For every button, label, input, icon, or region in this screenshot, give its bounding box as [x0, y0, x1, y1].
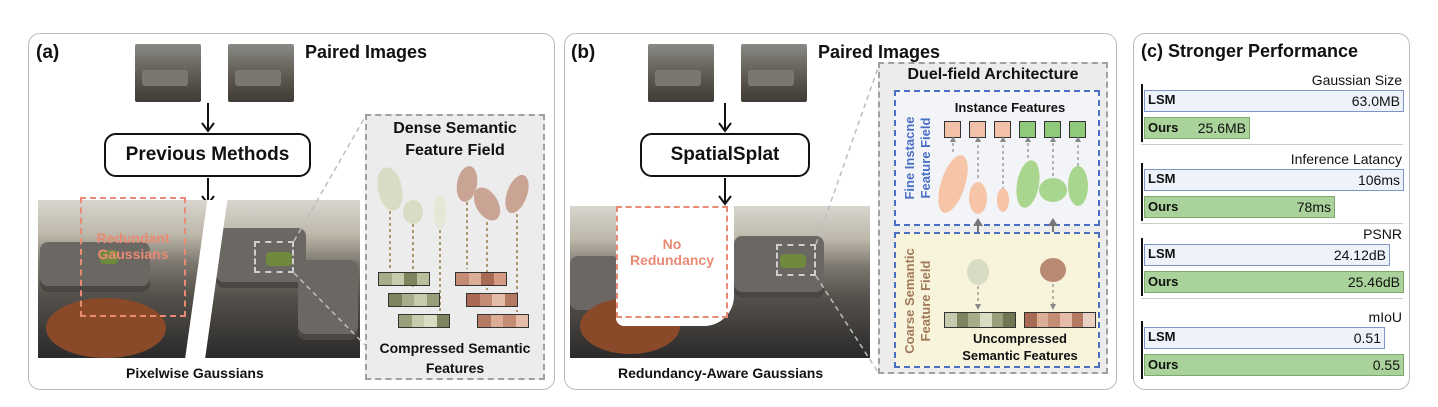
coarse-field-box: [894, 232, 1100, 368]
ours-value: 0.55: [1372, 357, 1400, 373]
ours-bar: [1144, 196, 1335, 218]
axis-line: [1141, 321, 1143, 379]
ours-label: Ours: [1148, 199, 1179, 214]
panel-c-title: (c) Stronger Performance: [1141, 41, 1359, 61]
lsm-bar: [1144, 90, 1404, 112]
uncompressed-feature-green: [944, 312, 1016, 328]
lsm-value: 63.0MB: [1351, 93, 1400, 109]
lsm-value: 106ms: [1357, 172, 1400, 188]
paired-images-title: Paired Images: [818, 42, 941, 62]
lsm-bar: [1144, 169, 1404, 191]
fine-field-box: [894, 90, 1100, 226]
ours-bar: [1144, 117, 1250, 139]
no-redundancy-region: [616, 206, 728, 318]
instance-gaussians: [938, 136, 1088, 214]
lsm-label: LSM: [1148, 246, 1176, 261]
paired-image-2: [228, 44, 294, 102]
compressed-feature-2: [388, 293, 440, 307]
metric-title: mIoU: [1368, 309, 1402, 325]
arrow-down-icon: [201, 103, 215, 133]
ours-value: 25.46dB: [1347, 274, 1400, 290]
paired-images-title: Paired Images: [305, 42, 428, 62]
axis-line: [1141, 84, 1143, 142]
dense-field-title: Dense Semantic Feature Field: [393, 120, 517, 159]
pixelwise-caption: Pixelwise Gaussians: [126, 365, 264, 381]
ours-bar: [1144, 354, 1404, 376]
panel-a-label: (a): [36, 42, 60, 63]
lsm-label: LSM: [1148, 329, 1176, 344]
metric-title: Inference Latancy: [1290, 151, 1402, 167]
ours-value: 25.6MB: [1197, 120, 1246, 136]
dense-semantic-inset: [365, 114, 545, 380]
divider: [1141, 223, 1403, 224]
coarse-gaussians: [967, 258, 1066, 310]
lsm-bar: [1144, 327, 1385, 349]
axis-line: [1141, 163, 1143, 221]
zoom-region: [776, 244, 816, 276]
uncompressed-feature-brown: [1024, 312, 1096, 328]
axis-line: [1141, 238, 1143, 296]
no-redundancy-label: No Redundancy: [629, 236, 714, 268]
compressed-features-label: Compressed Semantic Features: [379, 340, 531, 376]
ours-label: Ours: [1148, 120, 1179, 135]
arrow-down-icon: [718, 103, 732, 133]
redundant-gaussians-label: Redundant Gaussians: [96, 230, 170, 262]
compressed-feature-4: [455, 272, 507, 286]
compressed-feature-1: [378, 272, 430, 286]
divider: [1141, 144, 1403, 145]
panel-b-label: (b): [571, 42, 596, 63]
lsm-bar: [1144, 244, 1390, 266]
compressed-feature-5: [466, 293, 518, 307]
metric-title: Gaussian Size: [1311, 72, 1402, 88]
ours-value: 78ms: [1296, 199, 1331, 215]
lsm-label: LSM: [1148, 92, 1176, 107]
spatialsplat-box: SpatialSplat: [640, 133, 810, 177]
lsm-value: 24.12dB: [1333, 247, 1386, 263]
paired-image-2: [741, 44, 807, 102]
paired-image-1: [648, 44, 714, 102]
lsm-label: LSM: [1148, 171, 1176, 186]
zoom-region: [254, 241, 294, 273]
lsm-value: 0.51: [1353, 330, 1381, 346]
metric-title: PSNR: [1363, 226, 1402, 242]
duel-field-title: Duel-field Architecture: [907, 66, 1079, 83]
divider: [1141, 298, 1403, 299]
ours-label: Ours: [1148, 274, 1179, 289]
redundancy-aware-caption: Redundancy-Aware Gaussians: [618, 365, 824, 381]
uncompressed-features-label: Uncompressed Semantic Features: [962, 331, 1078, 363]
arrow-down-icon: [718, 178, 732, 206]
paired-image-1: [135, 44, 201, 102]
redundant-region: [80, 197, 186, 317]
instance-features-label: Instance Features: [954, 100, 1066, 115]
compressed-feature-6: [477, 314, 529, 328]
redundancy-aware-scene: [570, 206, 870, 358]
ours-label: Ours: [1148, 357, 1179, 372]
ours-bar: [1144, 271, 1404, 293]
previous-methods-box: Previous Methods: [104, 133, 311, 177]
compressed-feature-3: [398, 314, 450, 328]
pixelwise-scene: [38, 200, 360, 358]
